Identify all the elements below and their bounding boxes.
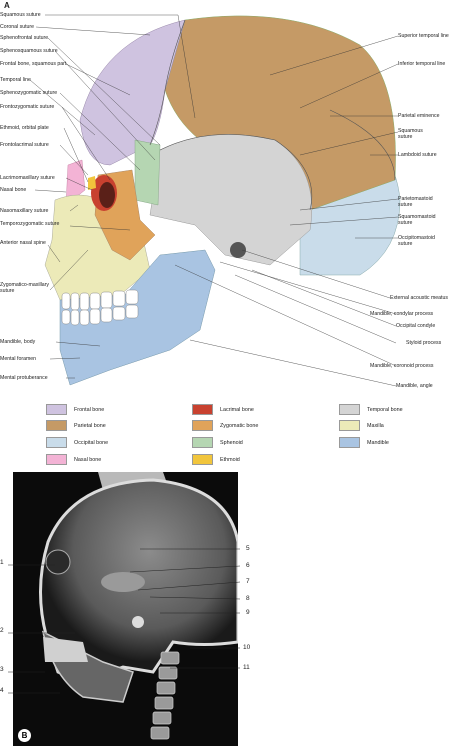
legend-swatch — [46, 454, 67, 465]
legend-label: Lacrimal bone — [220, 406, 254, 413]
label-lacrimomaxillary-suture: Lacrimomaxillary suture — [0, 175, 55, 181]
label-squamous-suture-left: Squamous suture — [0, 12, 41, 18]
label-anterior-nasal-spine: Anterior nasal spine — [0, 240, 46, 246]
legend-swatch — [192, 420, 213, 431]
radiograph-number-4: 4 — [0, 687, 4, 694]
legend-swatch — [339, 420, 360, 431]
frontal-bone-region — [79, 19, 186, 166]
radiograph-number-2: 2 — [0, 627, 4, 634]
temporal-bone-region — [149, 134, 313, 266]
legend-label: Nasal bone — [74, 456, 102, 463]
legend-label: Frontal bone — [74, 406, 105, 413]
legend-swatch — [192, 454, 213, 465]
legend-nasal-bone: Nasal bone — [46, 454, 101, 465]
radiograph-number-3: 3 — [0, 666, 4, 673]
legend-swatch — [192, 437, 213, 448]
suture-lines — [149, 19, 396, 211]
label-sphenosquamous-suture: Sphenosquamous suture — [0, 48, 58, 54]
orbit-cavity — [99, 182, 115, 208]
legend-swatch — [46, 420, 67, 431]
legend-label: Maxilla — [367, 422, 384, 429]
radiograph-number-5: 5 — [246, 545, 250, 552]
label-mental-foramen: Mental foramen — [0, 356, 37, 362]
skull-radiograph — [13, 472, 238, 746]
radiograph-number-10: 10 — [243, 644, 251, 651]
legend-zygomatic-bone: Zygomatic bone — [192, 420, 258, 431]
skull-illustration — [29, 14, 401, 387]
sphenoid-region — [134, 139, 161, 206]
legend-frontal-bone: Frontal bone — [46, 404, 104, 415]
legend-parietal-bone: Parietal bone — [46, 420, 106, 431]
radiograph-leader-lines — [8, 548, 241, 694]
legend-swatch — [46, 404, 67, 415]
label-mandible-angle: Mandible, angle — [396, 383, 433, 389]
label-coronal-suture: Coronal suture — [0, 24, 35, 30]
label-external-acoustic-meatus: External acoustic meatus — [390, 295, 448, 301]
legend-label: Ethmoid — [220, 456, 240, 463]
legend-mandible: Mandible — [339, 437, 389, 448]
radiograph-number-7: 7 — [246, 578, 250, 585]
label-squamomastoid-suture: Squamomastoid suture — [398, 214, 436, 226]
label-superior-temporal-line: Superior temporal line — [398, 33, 449, 39]
leader-lines — [29, 14, 399, 387]
label-frontolacrimal-suture: Frontolacrimal suture — [0, 142, 49, 148]
label-mandible-body: Mandible, body — [0, 339, 36, 345]
legend-swatch — [339, 404, 360, 415]
radiograph-number-6: 6 — [246, 562, 250, 569]
legend-ethmoid: Ethmoid — [192, 454, 240, 465]
teeth — [61, 289, 139, 326]
legend-temporal-bone: Temporal bone — [339, 404, 403, 415]
legend-swatch — [192, 404, 213, 415]
label-nasal-bone: Nasal bone — [0, 187, 27, 193]
mandible-region — [59, 249, 216, 386]
radiograph-number-8: 8 — [246, 595, 250, 602]
panel-a-letter: A — [4, 1, 10, 10]
label-occipital-condyle: Occipital condyle — [396, 323, 436, 329]
label-ethmoid-orbital-plate: Ethmoid, orbital plate — [0, 125, 49, 131]
legend-swatch — [46, 437, 67, 448]
radiograph-drawing — [13, 472, 238, 746]
label-parietal-eminence: Parietal eminence — [398, 113, 440, 119]
ethmoid-region — [88, 176, 96, 190]
label-styloid-process: Styloid process — [406, 340, 442, 346]
label-lambdoid-suture: Lambdoid suture — [398, 152, 437, 158]
label-temporal-line: Temporal line — [0, 77, 31, 83]
external-acoustic-meatus — [230, 242, 246, 258]
label-mandible-condylar-process: Mandible, condylar process — [370, 311, 434, 317]
label-frontozygomatic-suture: Frontozygomatic suture — [0, 104, 55, 110]
legend-lacrimal-bone: Lacrimal bone — [192, 404, 254, 415]
legend-label: Zygomatic bone — [220, 422, 259, 429]
radiograph-number-9: 9 — [246, 609, 250, 616]
legend-label: Mandible — [367, 439, 389, 446]
label-zygomatico-maxillary-suture: Zygomatico-maxillary suture — [0, 282, 50, 294]
label-mental-protuberance: Mental protuberance — [0, 375, 48, 381]
legend-swatch — [339, 437, 360, 448]
legend-label: Parietal bone — [74, 422, 106, 429]
panel-b-badge: B — [18, 729, 31, 742]
legend-label: Sphenoid — [220, 439, 243, 446]
legend-label: Temporal bone — [367, 406, 403, 413]
legend-maxilla: Maxilla — [339, 420, 384, 431]
label-sphenofrontal-suture: Sphenofrontal suture — [0, 35, 49, 41]
label-inferior-temporal-line: Inferior temporal line — [398, 61, 446, 67]
bone-color-legend: Frontal bone Parietal bone Occipital bon… — [0, 400, 454, 470]
label-occipitomastoid-suture: Occipitomastoid suture — [398, 235, 435, 247]
legend-label: Occipital bone — [74, 439, 109, 446]
label-nasomaxillary-suture: Nasomaxillary suture — [0, 208, 49, 214]
radiograph-number-1: 1 — [0, 559, 4, 566]
label-frontal-bone-squamous: Frontal bone, squamous part — [0, 61, 67, 67]
legend-occipital-bone: Occipital bone — [46, 437, 108, 448]
label-squamous-suture-right: Squamous suture — [398, 128, 423, 140]
radiograph-number-11: 11 — [243, 664, 250, 671]
label-mandible-coronoid-process: Mandible, coronoid process — [370, 363, 434, 369]
label-temporozygomatic-suture: Temporozygomatic suture — [0, 221, 60, 227]
label-parietomastoid-suture: Parietomastoid suture — [398, 196, 433, 208]
label-sphenozygomatic-suture: Sphenozygomatic suture — [0, 90, 58, 96]
legend-sphenoid: Sphenoid — [192, 437, 243, 448]
